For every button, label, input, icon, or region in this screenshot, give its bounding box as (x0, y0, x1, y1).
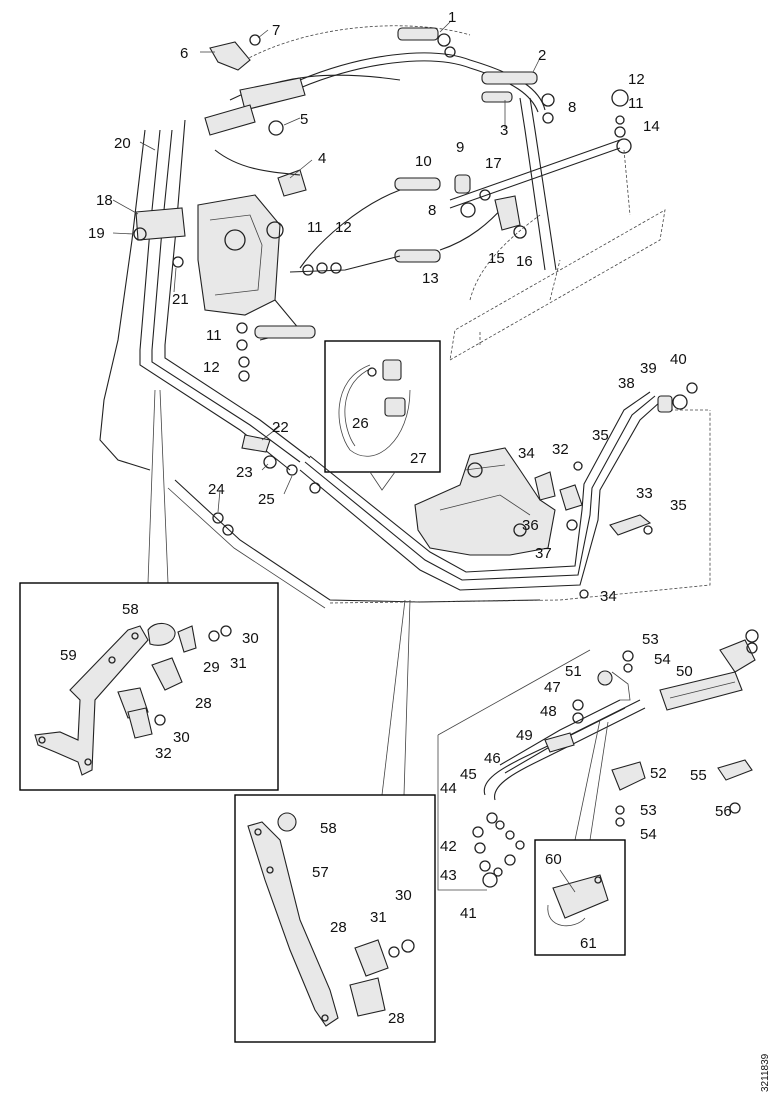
callout-46: 46 (484, 750, 501, 767)
callout-52: 52 (650, 765, 667, 782)
callout-11: 11 (307, 219, 323, 236)
callout-8: 8 (568, 99, 576, 116)
callout-12: 12 (335, 219, 352, 236)
callout-18: 18 (96, 192, 113, 209)
callout-12: 12 (628, 71, 645, 88)
callout-36: 36 (522, 517, 539, 534)
callout-30: 30 (395, 887, 412, 904)
callout-1: 1 (448, 9, 456, 26)
inset-bracket-59 (19, 582, 279, 791)
callout-9: 9 (456, 139, 464, 156)
callout-59: 59 (60, 647, 77, 664)
callout-60: 60 (545, 851, 562, 868)
callout-35: 35 (592, 427, 609, 444)
lower-right-assembly (437, 629, 759, 956)
callout-4: 4 (318, 150, 326, 167)
callout-38: 38 (618, 375, 635, 392)
callout-13: 13 (422, 270, 439, 287)
callout-55: 55 (690, 767, 707, 784)
callout-35: 35 (670, 497, 687, 514)
callout-28: 28 (388, 1010, 405, 1027)
callout-43: 43 (440, 867, 457, 884)
callout-7: 7 (272, 22, 280, 39)
callout-29: 29 (203, 659, 220, 676)
callout-21: 21 (172, 291, 189, 308)
callout-10: 10 (415, 153, 432, 170)
callout-27: 27 (410, 450, 427, 467)
callout-30: 30 (173, 729, 190, 746)
callout-53: 53 (642, 631, 659, 648)
callout-33: 33 (636, 485, 653, 502)
callout-8: 8 (428, 202, 436, 219)
reference-number: 3211839 (760, 1053, 771, 1092)
callout-26: 26 (352, 415, 369, 432)
callout-39: 39 (640, 360, 657, 377)
callout-23: 23 (236, 464, 253, 481)
callout-61: 61 (580, 935, 597, 952)
callout-47: 47 (544, 679, 561, 696)
callout-51: 51 (565, 663, 582, 680)
callout-57: 57 (312, 864, 329, 881)
callout-44: 44 (440, 780, 457, 797)
callout-58: 58 (122, 601, 139, 618)
callout-53: 53 (640, 802, 657, 819)
callout-50: 50 (676, 663, 693, 680)
callout-25: 25 (258, 491, 275, 508)
callout-41: 41 (460, 905, 477, 922)
callout-24: 24 (208, 481, 225, 498)
callout-11: 11 (206, 327, 222, 344)
callout-31: 31 (370, 909, 387, 926)
callout-5: 5 (300, 111, 308, 128)
callout-56: 56 (715, 803, 732, 820)
callout-22: 22 (272, 419, 289, 436)
callout-17: 17 (485, 155, 502, 172)
callout-54: 54 (654, 651, 671, 668)
callout-11: 11 (628, 95, 644, 112)
callout-14: 14 (643, 118, 660, 135)
callout-2: 2 (538, 47, 546, 64)
callout-40: 40 (670, 351, 687, 368)
callout-49: 49 (516, 727, 533, 744)
callout-16: 16 (516, 253, 533, 270)
callout-28: 28 (330, 919, 347, 936)
callout-34: 34 (600, 588, 617, 605)
callout-32: 32 (552, 441, 569, 458)
callout-20: 20 (114, 135, 131, 152)
leader-lines (112, 21, 541, 513)
callout-labels: 1 2 3 4 5 6 7 8 8 9 10 11 11 11 12 12 12… (60, 9, 732, 1027)
callout-3: 3 (500, 122, 508, 139)
callout-37: 37 (535, 545, 552, 562)
inset-bracket-57 (234, 794, 436, 1043)
callout-32: 32 (155, 745, 172, 762)
callout-12: 12 (203, 359, 220, 376)
callout-48: 48 (540, 703, 557, 720)
callout-6: 6 (180, 45, 188, 62)
callout-31: 31 (230, 655, 247, 672)
callout-34: 34 (518, 445, 535, 462)
callout-54: 54 (640, 826, 657, 843)
main-assembly-artwork (99, 25, 711, 796)
callout-42: 42 (440, 838, 457, 855)
callout-45: 45 (460, 766, 477, 783)
callout-15: 15 (488, 250, 505, 267)
callout-19: 19 (88, 225, 105, 242)
callout-58: 58 (320, 820, 337, 837)
callout-28: 28 (195, 695, 212, 712)
callout-30: 30 (242, 630, 259, 647)
